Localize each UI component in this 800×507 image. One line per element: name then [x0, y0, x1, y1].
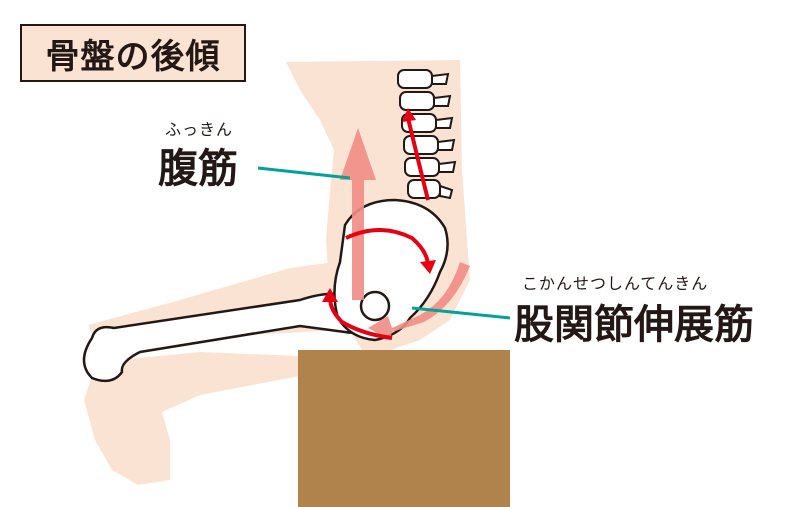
abdominal-arrow: [340, 128, 376, 300]
seat-box: [298, 350, 510, 507]
abdominal-leader-line: [257, 166, 351, 180]
pelvis-rotation-arrow: [345, 228, 430, 267]
vertebra: [399, 91, 435, 111]
spine-rotation-arrow: [406, 117, 430, 201]
abdominal-label: 腹筋: [158, 146, 238, 192]
spinous-process: [433, 94, 452, 107]
title-text: 骨盤の後傾: [45, 36, 221, 77]
body-silhouette: [84, 60, 470, 485]
title-box: 骨盤の後傾: [20, 24, 246, 82]
hip-extensor-label: 股関節伸展筋: [514, 302, 754, 348]
vertebra: [397, 69, 433, 89]
spinous-process: [437, 138, 456, 151]
spinous-process: [438, 160, 457, 173]
spinous-process: [435, 116, 454, 129]
hip-arrowhead: [322, 288, 338, 302]
hip-extensor-ruby: こかんせつしんてんきん: [522, 274, 709, 293]
hip-extensor-leader-line: [411, 306, 511, 320]
hip-rotation-arrow: [328, 297, 393, 340]
abdominal-ruby: ふっきん: [165, 120, 234, 139]
hip-joint: [359, 290, 391, 322]
spine-arrowhead: [402, 108, 416, 122]
vertebra: [403, 135, 439, 155]
hip-extensor-arrow: [368, 262, 470, 340]
spinous-process: [431, 72, 450, 85]
pelvis-arrowhead: [420, 260, 436, 274]
spinous-process: [439, 184, 454, 200]
